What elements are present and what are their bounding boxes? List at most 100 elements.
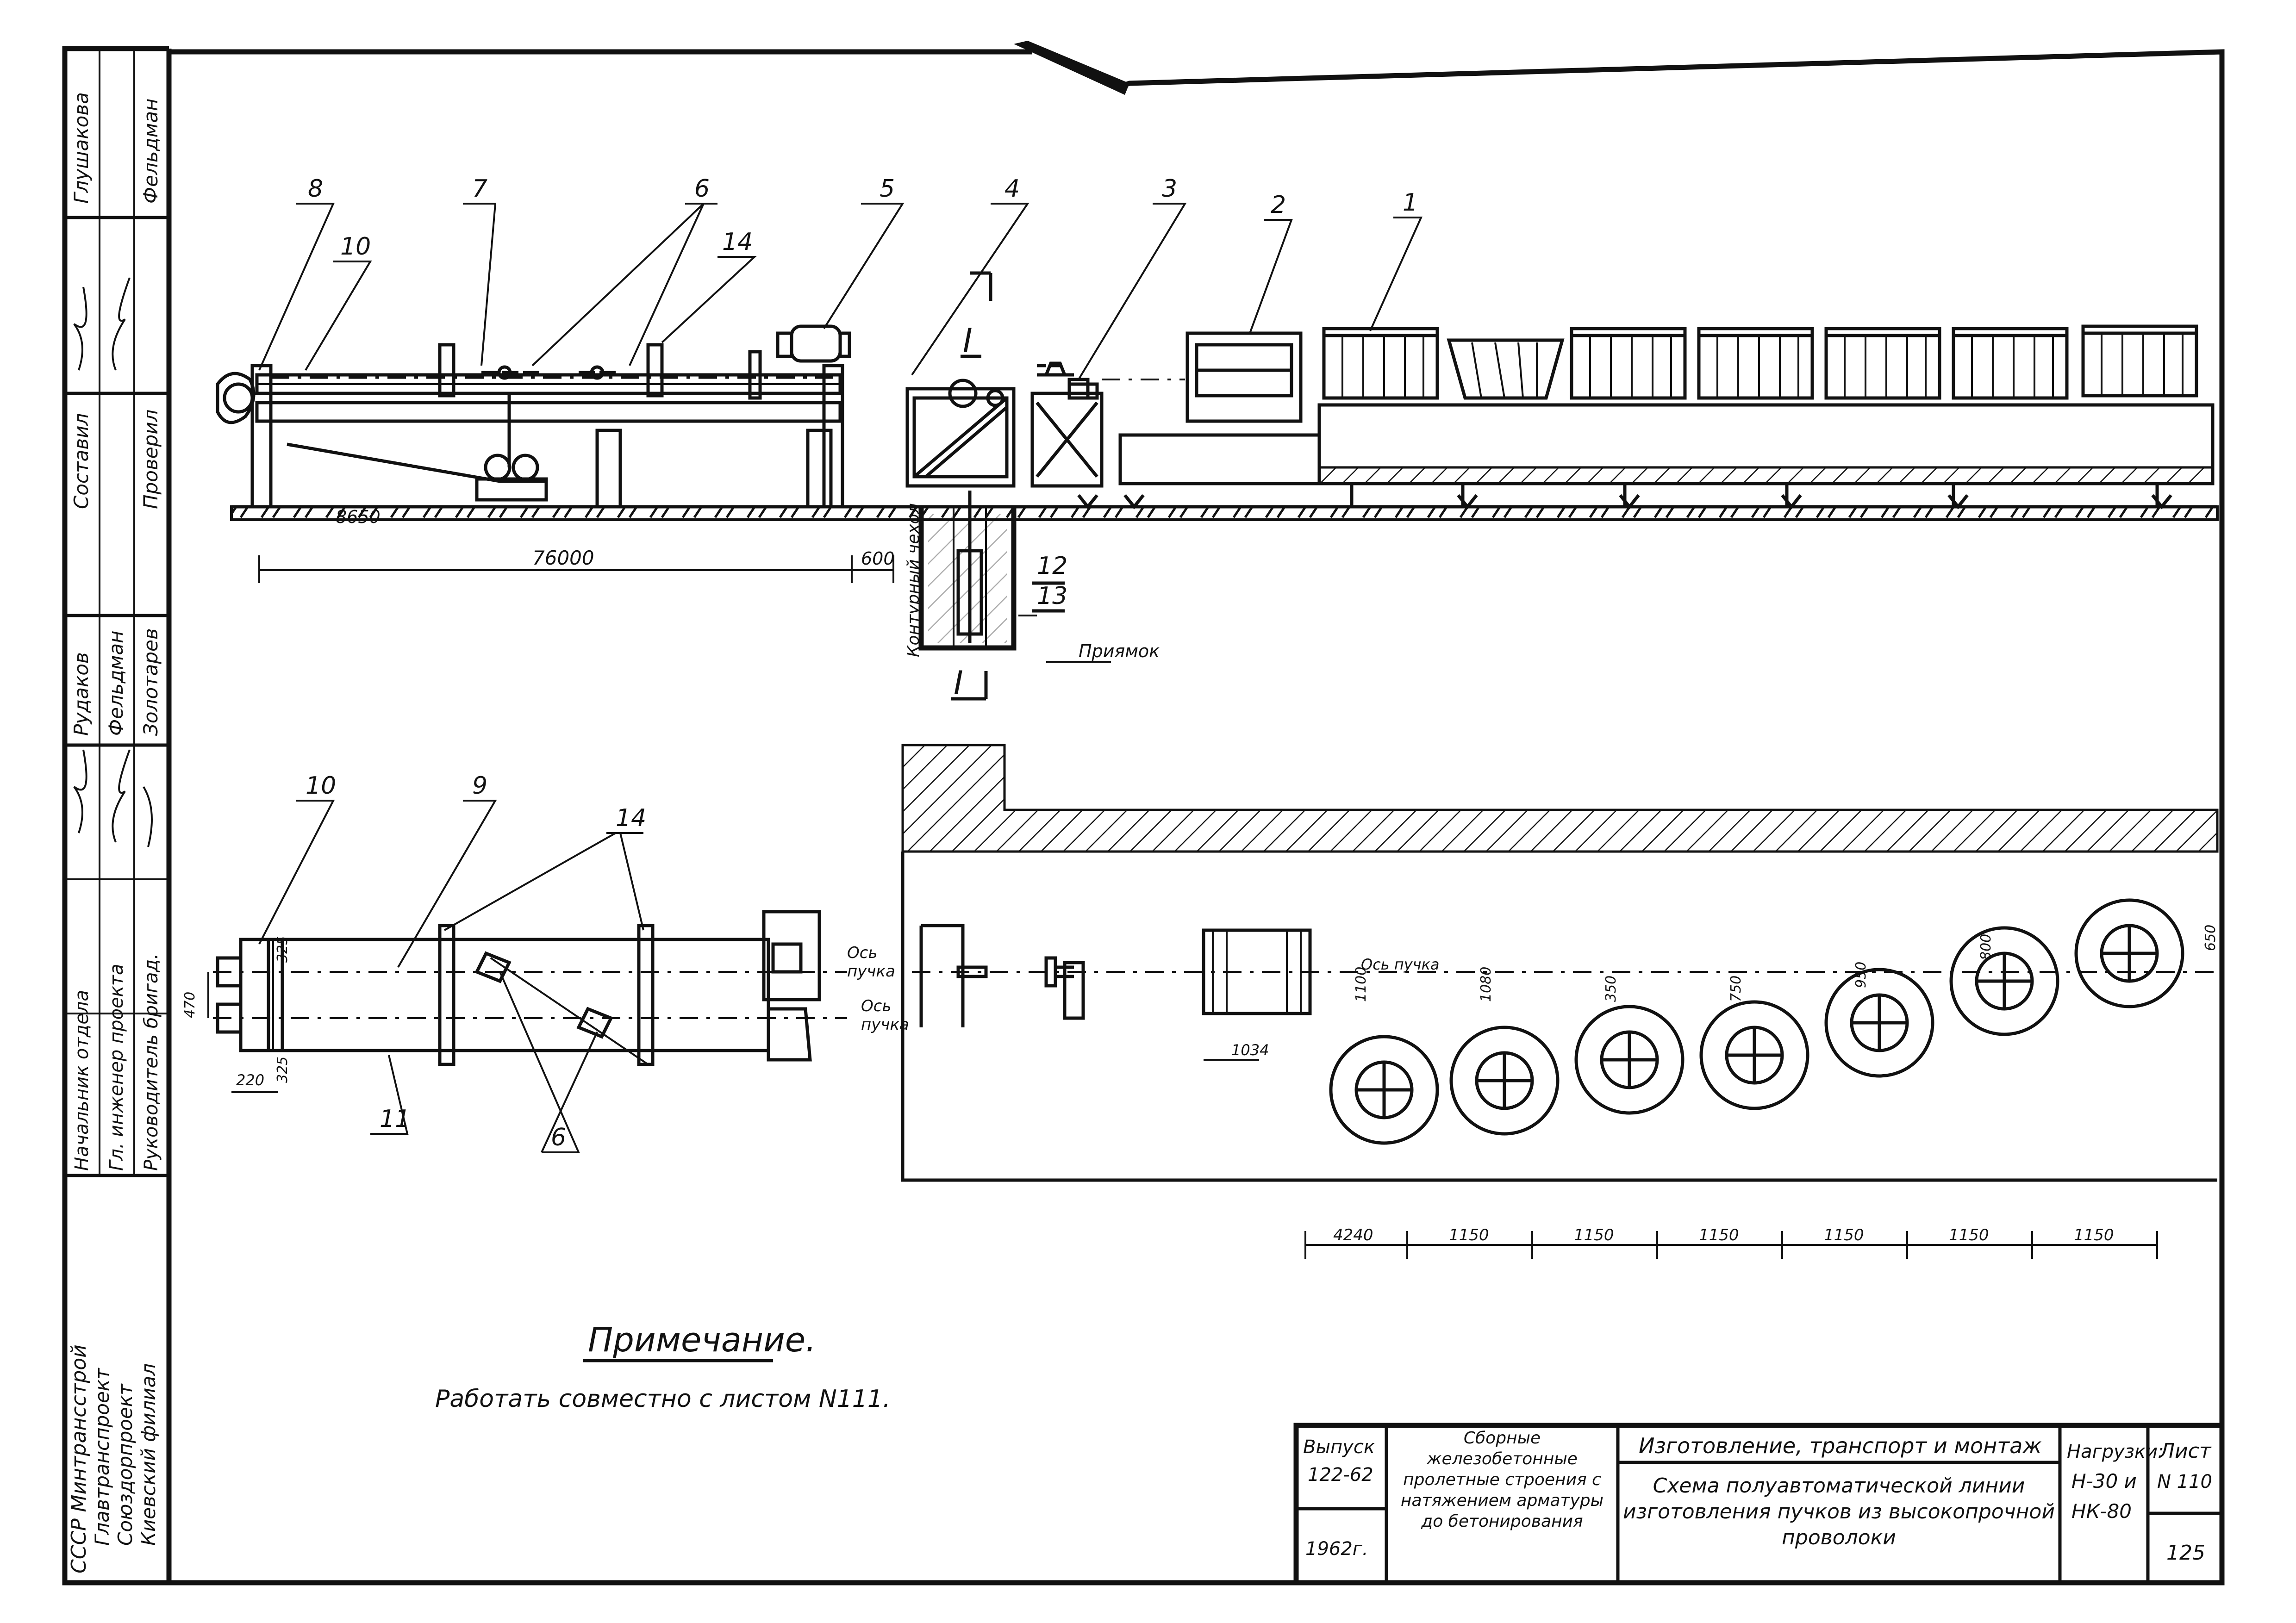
plan-callout-11: 11	[380, 1105, 410, 1133]
ground-hatch	[230, 505, 2219, 521]
callout-3: 3	[1162, 175, 1177, 203]
sheet-label: Лист	[2159, 1439, 2212, 1463]
org-line-3: Союздорпроект	[114, 1383, 137, 1546]
pit-label-12: 12	[1037, 552, 1067, 580]
callout-14: 14	[722, 228, 753, 256]
offset-dim-3: 350	[1603, 976, 1619, 1002]
title-block: Выпуск 122-62 1962г. Сборные железобетон…	[1293, 1423, 2225, 1586]
bottom-dimension-chain: 4240 1150 1150 1150 1150 1150 1150	[1304, 1226, 2158, 1259]
issue-label: Выпуск	[1303, 1436, 1375, 1458]
load-value-1: Н-30 и	[2071, 1470, 2137, 1492]
plan-dim-470: 470	[182, 992, 198, 1018]
coil-plan-3	[1574, 1005, 1685, 1115]
chain-dim-5: 1150	[1824, 1226, 1864, 1244]
section-mark-bottom: I	[954, 664, 963, 702]
coil-cage-empty	[1447, 338, 1565, 400]
signature-mark	[73, 749, 153, 847]
pit-label-text: Приямок	[1079, 641, 1160, 661]
plan-callout-6: 6	[551, 1124, 566, 1151]
sheet-frame	[62, 41, 2225, 1586]
coil-cage-4	[1697, 327, 1814, 400]
callout-6: 6	[694, 175, 710, 203]
axis-bundle-label-2a: Ось	[861, 997, 892, 1015]
offset-dim-4: 750	[1728, 976, 1744, 1002]
stamp-extra-role-1: Составил	[70, 413, 93, 509]
coil-bench	[1077, 403, 2215, 510]
coil-cage-5	[1824, 327, 1941, 400]
elevation-view: 76000 8650 600 Контурный	[216, 175, 2219, 702]
pit-vertical-label: Контурный чехол	[904, 503, 923, 657]
offset-dim-1: 1100	[1353, 967, 1369, 1002]
dim-left-1: 76000	[532, 547, 594, 569]
callout-5: 5	[880, 175, 895, 203]
right-axis-label: Ось пучка	[1361, 956, 1440, 973]
year: 1962г.	[1305, 1538, 1368, 1560]
chain-dim-4: 1150	[1699, 1226, 1739, 1244]
torn-edge-mark	[1014, 41, 1129, 95]
side-stamp: Начальник отдела Гл. инженер проекта Рук…	[65, 49, 169, 1573]
coil-cages	[1185, 324, 2198, 423]
dimension-left: 76000 8650 600	[258, 507, 895, 583]
coil-cage-2	[1185, 331, 1303, 423]
plan-view-left: 325 325 470 220 Ось пучка Ось пучка 10 9…	[182, 772, 909, 1153]
org-line-1: СССР Минтрансстрой	[67, 1344, 91, 1573]
coil-cage-3	[1570, 327, 1687, 400]
coil-cage-6	[1952, 327, 2069, 400]
coil-circles	[1329, 898, 2184, 1145]
coil-plan-5	[1824, 968, 1934, 1078]
coil-plan-2	[1449, 1026, 1560, 1136]
coil-cage-7	[2081, 324, 2198, 398]
stamp-name-1: Рудаков	[70, 652, 93, 736]
offset-dim-6: 800	[1978, 934, 1994, 960]
org-line-2: Главтранспроект	[91, 1368, 113, 1546]
callout-7: 7	[472, 175, 487, 203]
coil-offset-dims: 1100 1080 350 750 950 800 650	[1353, 925, 2219, 1002]
chain-dim-7: 1150	[2074, 1226, 2114, 1244]
coil-plan-4	[1699, 1000, 1809, 1110]
stamp-role-1: Начальник отдела	[71, 990, 93, 1171]
dim-left-0: 8650	[336, 507, 381, 527]
coil-plan-6	[1949, 926, 2059, 1036]
stamp-extra-name-1: Глушакова	[70, 92, 93, 204]
stamp-extra-name-2: Фельдман	[139, 98, 162, 204]
axis-bundle-label-1a: Ось	[847, 944, 878, 962]
right-dim-1034: 1034	[1231, 1041, 1269, 1059]
drawing-machine	[216, 324, 851, 509]
plan-dim-220: 220	[236, 1071, 264, 1089]
callout-1: 1	[1403, 189, 1418, 217]
callout-10: 10	[340, 233, 371, 261]
page-number: 125	[2166, 1541, 2205, 1565]
callout-4: 4	[1004, 175, 1020, 203]
issue-value: 122-62	[1308, 1464, 1373, 1486]
dim-left-2: 600	[861, 548, 895, 569]
sheet-number: N 110	[2157, 1471, 2212, 1492]
offset-dim-5: 950	[1853, 962, 1869, 988]
note-heading: Примечание.	[588, 1320, 816, 1359]
signature-mark	[73, 277, 131, 371]
chain-dim-1: 4240	[1333, 1226, 1373, 1244]
plan-callout-9: 9	[472, 772, 487, 800]
coil-plan-7	[2074, 898, 2184, 1008]
callouts-top: 8 10 7 6 14 5 4 3 2 1	[258, 175, 1423, 380]
coil-plan-1	[1329, 1035, 1439, 1145]
axis-bundle-label-1b: пучка	[847, 962, 895, 981]
chain-dim-2: 1150	[1449, 1226, 1489, 1244]
plan-view-right: 1034 Ось пучка	[901, 744, 2219, 1259]
section-mark-top: I	[963, 322, 973, 360]
plan-callout-10: 10	[306, 772, 336, 800]
note-text: Работать совместно с листом N111.	[435, 1385, 891, 1413]
load-value-2: НК-80	[2071, 1500, 2132, 1523]
offset-dim-7: 650	[2202, 925, 2219, 951]
plan-callout-14: 14	[616, 804, 646, 832]
load-label: Нагрузки:	[2067, 1441, 2164, 1462]
stamp-name-2: Фельдман	[105, 630, 127, 736]
chain-dim-3: 1150	[1574, 1226, 1614, 1244]
header-line: Изготовление, транспорт и монтаж	[1639, 1433, 2042, 1458]
plan-dim-325b: 325	[275, 1057, 291, 1083]
offset-dim-2: 1080	[1478, 967, 1494, 1002]
stamp-name-3: Золотарев	[139, 628, 162, 736]
coiling-station: Контурный чехол I I 12 13 Приямок	[904, 271, 1160, 702]
callout-2: 2	[1271, 191, 1286, 219]
org-line-4: Киевский филиал	[137, 1363, 160, 1546]
